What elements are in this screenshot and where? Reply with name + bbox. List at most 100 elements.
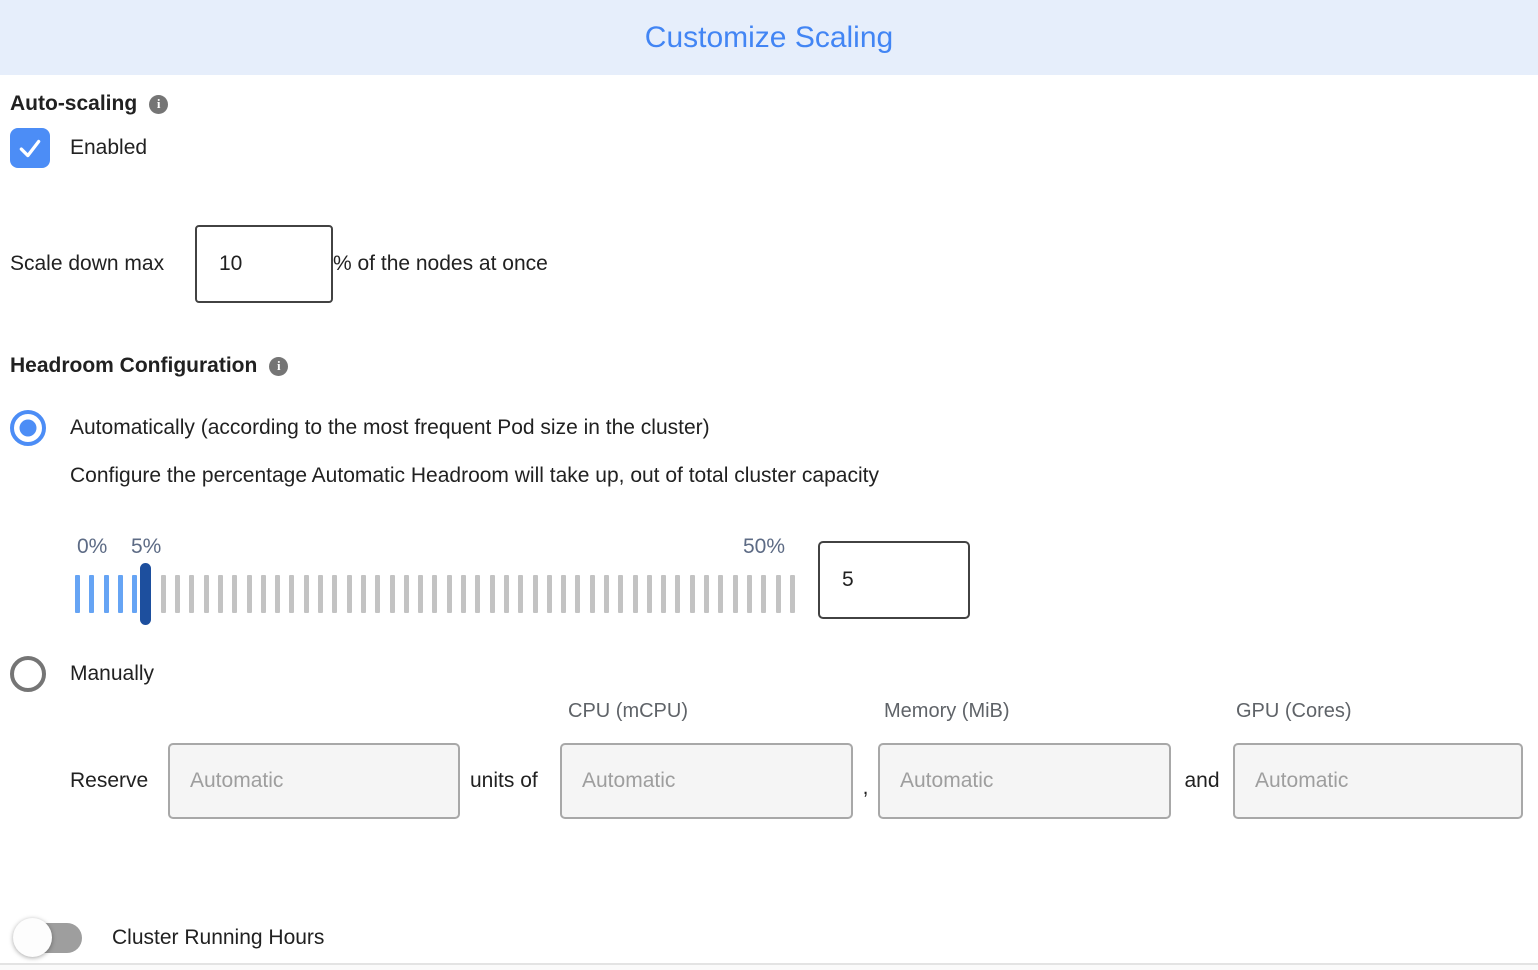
dialog-title: Customize Scaling [644, 20, 894, 54]
cluster-running-hours-toggle[interactable] [13, 918, 82, 957]
slider-tick [160, 575, 166, 613]
slider-tick [675, 575, 681, 613]
slider-max-label: 50% [743, 535, 786, 558]
dialog-body: Auto-scaling Enabled Scale down max % of… [0, 91, 1538, 958]
slider-tick [246, 575, 252, 613]
slider-tick [775, 575, 781, 613]
slider-tick [303, 575, 309, 613]
slider-tick [446, 575, 452, 613]
slider-tick [346, 575, 352, 613]
scale-down-input[interactable] [195, 225, 333, 303]
slider-tick [89, 575, 95, 613]
slider-tick [432, 575, 438, 613]
headroom-label: Headroom Configuration [10, 354, 258, 377]
dialog-header: Customize Scaling [0, 0, 1538, 75]
slider-tick [461, 575, 467, 613]
slider-tick [403, 575, 409, 613]
automatically-label: Automatically (according to the most fre… [70, 416, 710, 439]
slider-tick [561, 575, 567, 613]
slider-tick [589, 575, 595, 613]
info-icon[interactable] [149, 94, 169, 114]
autoscaling-section-label: Auto-scaling [10, 91, 1538, 117]
slider-tick [203, 575, 209, 613]
slider-tick [289, 575, 295, 613]
info-icon[interactable] [269, 356, 289, 376]
slider-tick [332, 575, 338, 613]
slider-tick [103, 575, 109, 613]
headroom-slider-section: 0% 5% 50% [75, 535, 1475, 630]
headroom-slider[interactable] [75, 575, 795, 613]
slider-tick [575, 575, 581, 613]
headroom-section-label: Headroom Configuration [10, 353, 1538, 379]
slider-tick [718, 575, 724, 613]
reserve-row: Reserve units of , and [70, 742, 1538, 820]
slider-tick [546, 575, 552, 613]
slider-tick [217, 575, 223, 613]
automatically-radio[interactable] [10, 410, 46, 446]
slider-tick [232, 575, 238, 613]
slider-tick [603, 575, 609, 613]
bottom-divider [0, 963, 1538, 965]
headroom-caption: Configure the percentage Automatic Headr… [70, 464, 879, 487]
and-label: and [1184, 769, 1220, 792]
slider-tick [475, 575, 481, 613]
slider-tick [318, 575, 324, 613]
slider-tick [75, 575, 80, 613]
enabled-checkbox[interactable] [10, 128, 50, 168]
comma-separator: , [862, 776, 869, 799]
scale-down-row: Scale down max % of the nodes at once [10, 225, 1538, 303]
slider-tick [689, 575, 695, 613]
slider-tick [518, 575, 524, 613]
slider-tick [661, 575, 667, 613]
headroom-percentage-input[interactable] [818, 541, 970, 619]
checkmark-icon [19, 139, 41, 158]
reserve-units-input[interactable] [168, 743, 460, 819]
units-of-label: units of [470, 769, 538, 792]
slider-tick [646, 575, 652, 613]
reserve-column-headers: CPU (mCPU) Memory (MiB) GPU (Cores) [10, 700, 1538, 724]
enabled-label: Enabled [70, 136, 148, 159]
slider-tick [175, 575, 181, 613]
slider-min-label: 0% [77, 535, 108, 558]
reserve-cpu-input[interactable] [560, 743, 853, 819]
slider-tick [732, 575, 738, 613]
autoscaling-enabled-row: Enabled [10, 128, 1538, 168]
memory-column-header: Memory (MiB) [884, 700, 1010, 722]
reserve-label: Reserve [70, 769, 149, 792]
headroom-manual-row: Manually [10, 656, 1538, 692]
scale-down-label: Scale down max [10, 252, 165, 275]
slider-tick [503, 575, 509, 613]
slider-tick [632, 575, 638, 613]
cluster-running-hours-label: Cluster Running Hours [112, 926, 325, 949]
slider-tick [389, 575, 395, 613]
slider-tick [418, 575, 424, 613]
gpu-column-header: GPU (Cores) [1236, 700, 1352, 722]
slider-tick [375, 575, 381, 613]
toggle-knob [13, 918, 52, 957]
slider-tick [746, 575, 752, 613]
slider-tick [132, 575, 138, 613]
manually-radio[interactable] [10, 656, 46, 692]
reserve-gpu-input[interactable] [1233, 743, 1523, 819]
bottom-strip [0, 965, 1538, 970]
cpu-column-header: CPU (mCPU) [568, 700, 688, 722]
slider-tick [761, 575, 767, 613]
slider-tick [618, 575, 624, 613]
slider-tick [189, 575, 195, 613]
manually-label: Manually [70, 662, 155, 685]
slider-tick [532, 575, 538, 613]
slider-tick [704, 575, 710, 613]
slider-tick [360, 575, 366, 613]
slider-tick [117, 575, 123, 613]
slider-handle[interactable] [139, 563, 151, 625]
cluster-running-hours-row: Cluster Running Hours [13, 918, 1538, 958]
slider-tick [789, 575, 795, 613]
headroom-auto-row: Automatically (according to the most fre… [10, 410, 1538, 446]
reserve-memory-input[interactable] [878, 743, 1171, 819]
slider-tick [275, 575, 281, 613]
slider-tick [489, 575, 495, 613]
slider-current-label: 5% [131, 535, 162, 558]
slider-tick [260, 575, 266, 613]
autoscaling-label: Auto-scaling [10, 92, 138, 115]
scale-down-suffix: % of the nodes at once [333, 252, 548, 275]
